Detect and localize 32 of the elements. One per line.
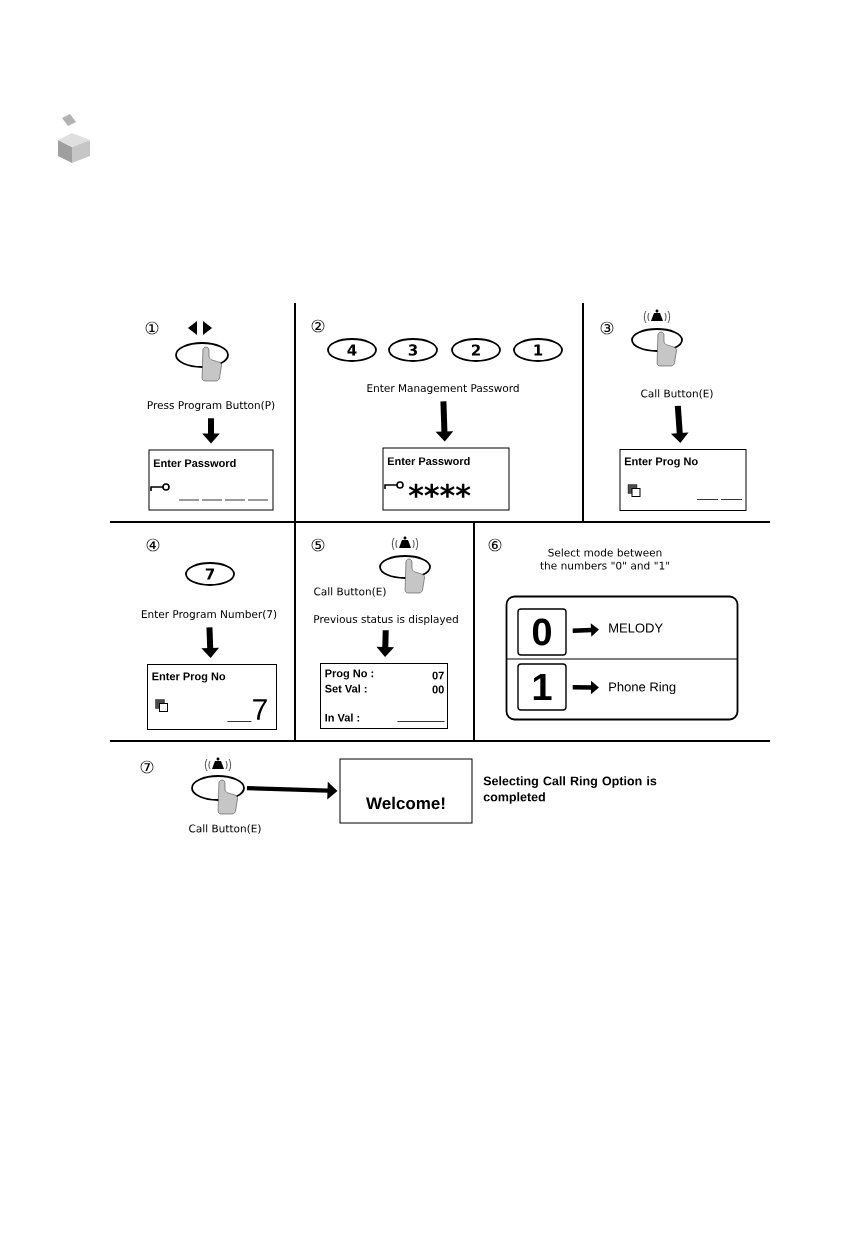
instruction-text: Select mode between the numbers "0" and "1" [540,548,670,570]
caption: Call Button(E) [314,587,386,597]
step-number: ③ [600,321,614,335]
step-number: ⑤ [311,538,325,552]
number-button: 7 [185,562,235,586]
display-screen: Enter Prog No 7 [147,664,277,730]
caption: Enter Management Password [367,383,519,395]
display-screen: Prog No : 07 Set Val : 00 In Val : [320,663,448,729]
completion-text: Selecting Call Ring Option is completed [483,776,657,804]
display-screen: Enter Prog No [619,449,747,511]
display-screen: Enter Password **** [382,447,510,511]
step-number: ④ [146,538,160,552]
number-button: 2 [451,338,501,362]
caption: Call Button(E) [189,824,261,834]
step-number: ② [311,319,325,333]
caption: Press Program Button(P) [147,400,275,412]
display-screen: Enter Password [148,449,274,511]
number-button: 4 [327,338,377,362]
digit-key: 1 [517,663,567,711]
step-number: ⑦ [140,760,154,774]
display-screen: Welcome! [339,758,473,824]
option-label: MELODY [609,623,663,633]
caption: Enter Program Number(7) [141,609,277,621]
number-button: 1 [513,338,563,362]
caption: Previous status is displayed [314,614,458,626]
option-label: Phone Ring [609,681,676,695]
digit-key: 0 [517,608,567,656]
number-button: 3 [388,338,438,362]
caption: Call Button(E) [641,389,713,399]
step-number: ① [145,321,159,335]
step-number: ⑥ [488,538,502,552]
mode-panel [505,595,739,721]
